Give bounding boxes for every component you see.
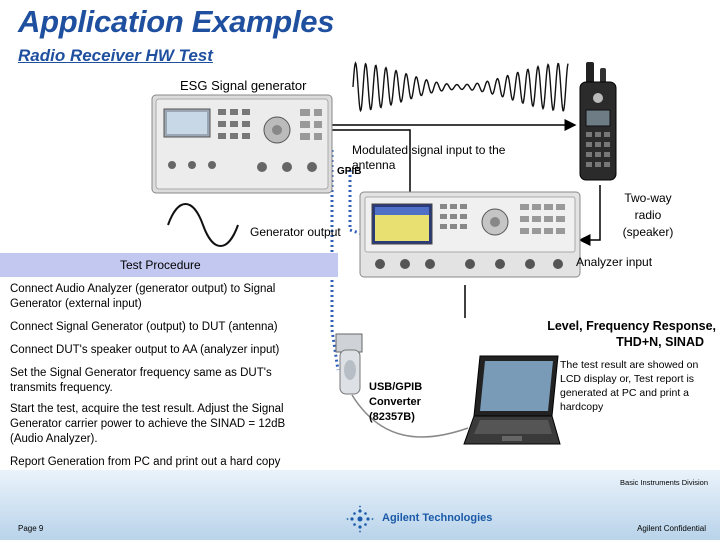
radio-label: Two-way radio (speaker) — [612, 190, 684, 241]
radio-line-2: radio — [634, 208, 662, 222]
measurement-line-2: THD+N, SINAD — [616, 335, 704, 349]
usb-line-1: USB/GPIB — [369, 381, 423, 393]
procedure-step-2: Connect Signal Generator (output) to DUT… — [10, 321, 278, 333]
procedure-step-3: Connect DUT's speaker output to AA (anal… — [10, 344, 280, 356]
analyzer-input-label: Analyzer input — [576, 255, 653, 269]
usb-line-3: (82357B) — [369, 411, 415, 423]
procedure-step-1: Connect Audio Analyzer (generator output… — [10, 283, 276, 310]
audio-analyzer-icon — [359, 191, 581, 278]
modulated-signal-label: Modulated signal input to the antenna — [352, 143, 542, 173]
page-title: Application Examples — [18, 4, 335, 39]
esg-label: ESG Signal generator — [180, 78, 307, 93]
division-label: Basic Instruments Division — [620, 478, 708, 487]
measurement-label: Level, Frequency Response, THD+N, SINAD — [496, 318, 716, 350]
two-way-radio-icon — [579, 62, 617, 181]
procedure-step-4: Set the Signal Generator frequency same … — [10, 367, 272, 394]
usb-gpib-converter-icon — [335, 333, 363, 395]
radio-line-1: Two-way — [624, 191, 672, 205]
modulated-line-1: Modulated signal input to the — [352, 143, 506, 157]
usb-cable — [351, 394, 469, 438]
radio-line-3: (speaker) — [622, 225, 674, 239]
page-number: Page 9 — [18, 524, 44, 533]
usb-line-2: Converter — [369, 396, 421, 408]
gpib-label: GPIB — [337, 166, 362, 177]
procedure-step-6: Report Generation from PC and print out … — [10, 456, 281, 468]
measurement-line-1: Level, Frequency Response, — [547, 319, 716, 333]
modulated-wave-icon — [352, 61, 569, 113]
analyzer-input-line — [578, 185, 601, 246]
modulated-line-2: antenna — [352, 158, 396, 172]
generator-output-label: Generator output — [250, 225, 341, 239]
confidential-label: Agilent Confidential — [637, 524, 706, 533]
procedure-step-5: Start the test, acquire the test result.… — [10, 403, 286, 445]
brand-name: Agilent Technologies — [382, 512, 493, 524]
sine-wave-icon — [167, 203, 239, 247]
agilent-logo-icon — [346, 505, 374, 533]
gpib-cable — [330, 150, 340, 371]
laptop-icon — [463, 355, 561, 445]
signal-generator-icon — [151, 94, 333, 194]
page-subtitle: Radio Receiver HW Test — [18, 46, 213, 65]
procedure-header-label: Test Procedure — [120, 258, 201, 272]
result-note: The test result are showed on LCD displa… — [560, 359, 699, 413]
usb-converter-label: USB/GPIB Converter (82357B) — [369, 380, 431, 425]
procedure-header: Test Procedure — [0, 253, 338, 277]
